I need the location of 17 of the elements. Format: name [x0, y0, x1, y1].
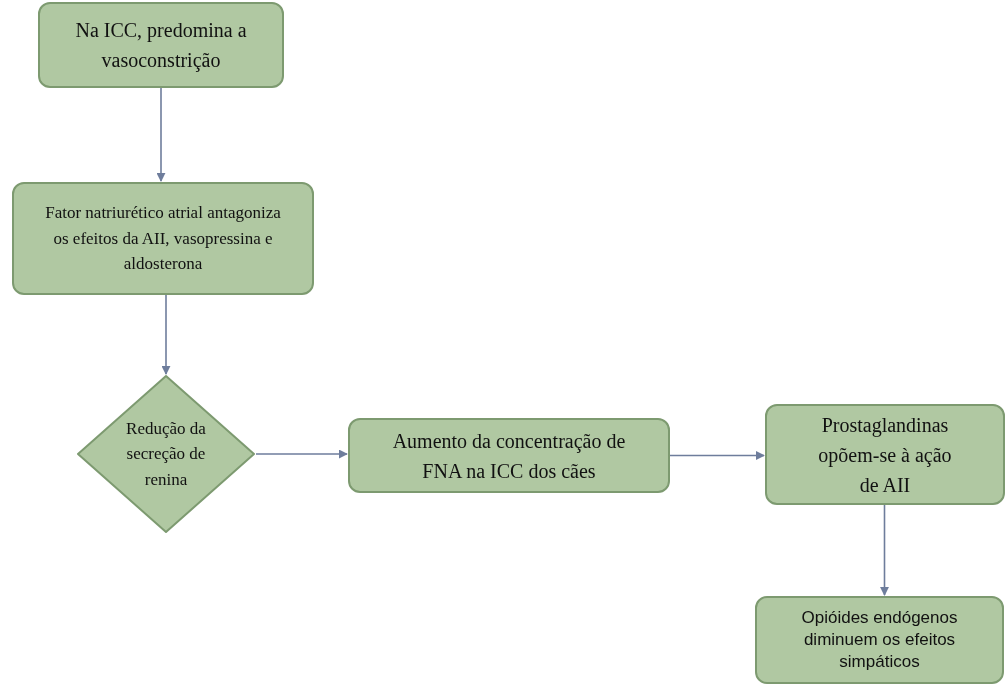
- process-box: [765, 404, 1005, 505]
- process-box: [38, 2, 284, 88]
- node-text: Opióides endógenos diminuem os efeitos simpáticos: [800, 606, 959, 674]
- node-text: Aumento da concentração de FNA na ICC dos cães: [391, 428, 627, 484]
- process-box: [12, 182, 314, 295]
- node-text: Prostaglandinas opõem-se à ação de AII: [817, 412, 953, 498]
- process-box: [348, 418, 670, 493]
- decision-diamond: [76, 374, 256, 534]
- node-text: Redução da secreção de renina: [125, 417, 207, 491]
- arrow: [669, 451, 765, 460]
- arrow: [156, 87, 166, 182]
- node-text: Fator natriurético atrial antagoniza os efeitos da AII, vasopressina e aldosterona: [44, 202, 282, 276]
- process-box: [755, 596, 1004, 684]
- arrow: [880, 504, 889, 596]
- node-text: Na ICC, predomina a vasoconstrição: [74, 18, 248, 74]
- arrow: [161, 294, 171, 375]
- arrow: [255, 449, 348, 459]
